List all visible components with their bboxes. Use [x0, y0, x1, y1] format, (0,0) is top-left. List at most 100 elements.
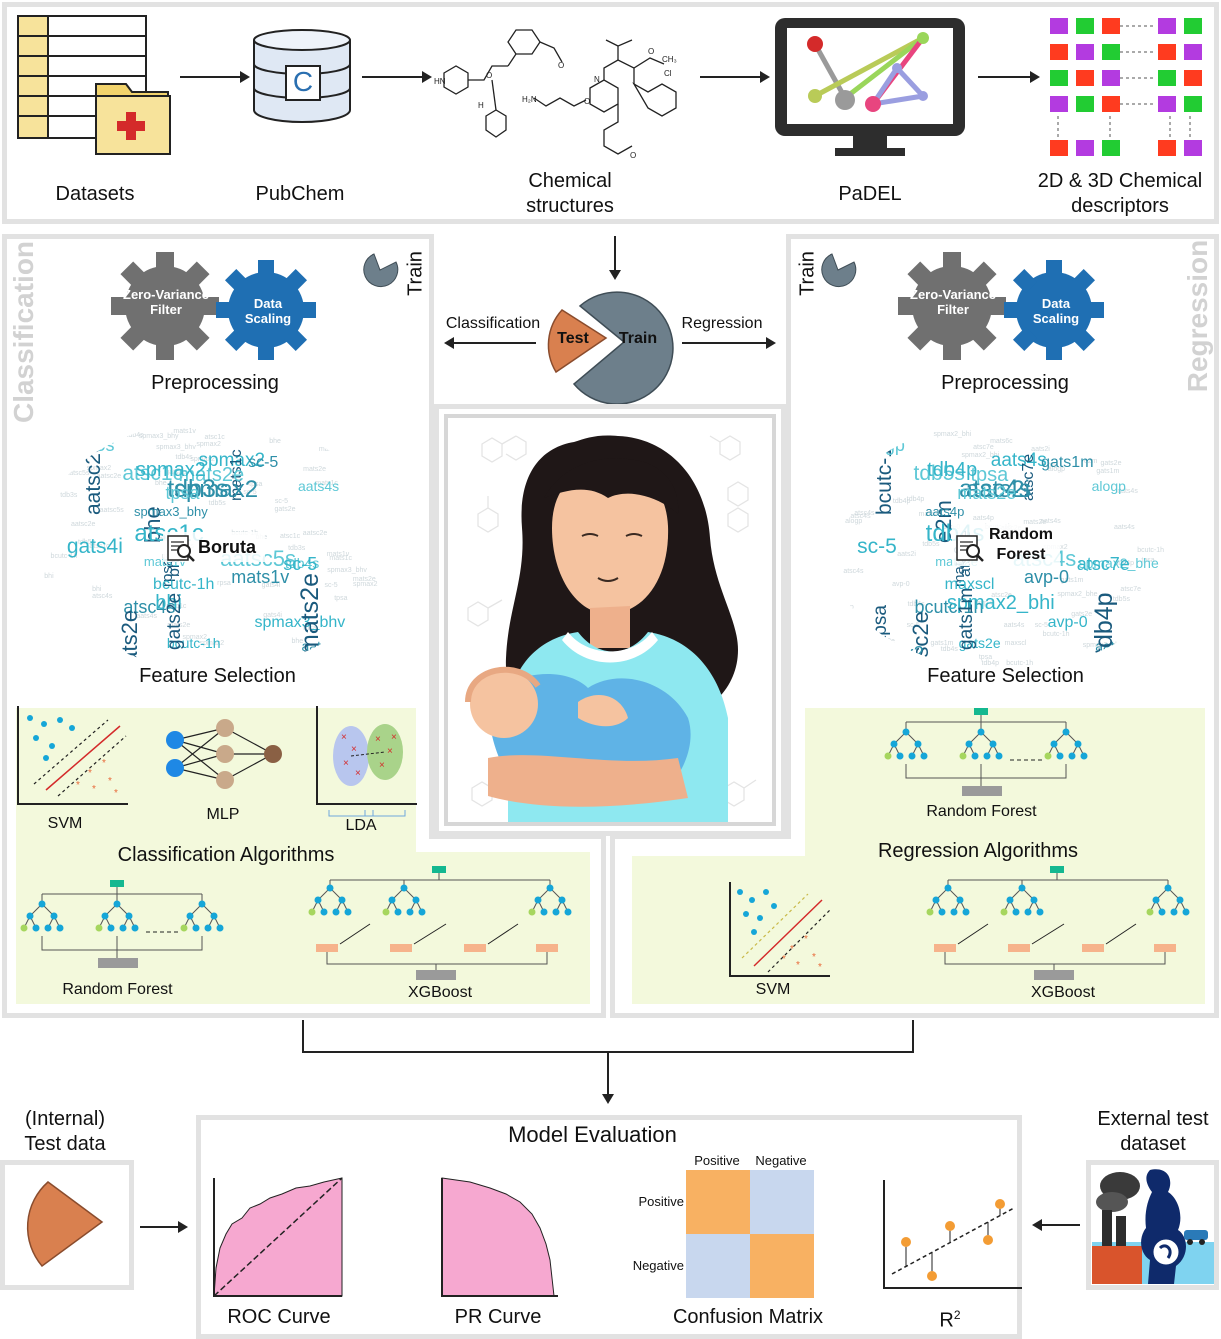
descriptor-cell	[1076, 140, 1094, 156]
word-cloud-filler: avp-0	[976, 600, 995, 608]
right-svm-label: SVM	[755, 981, 791, 998]
word-cloud-word: spmax2_bhe	[1078, 554, 1159, 571]
right-preprocessing-label: Preprocessing	[941, 372, 1069, 394]
classification-algorithms-label: Classification Algorithms	[117, 844, 335, 866]
word-cloud-word: atsc4s	[959, 475, 1032, 504]
svg-text:×: ×	[379, 760, 385, 771]
word-cloud-word: sc-5	[248, 454, 279, 471]
descriptor-cell	[1158, 140, 1176, 156]
xgboost-icon	[296, 862, 586, 982]
boruta-label: Boruta	[198, 537, 256, 557]
internal-test-box	[0, 1160, 134, 1290]
svg-text:×: ×	[355, 768, 361, 779]
external-test-label-2: dataset	[1120, 1133, 1186, 1155]
word-cloud-filler: tpsa	[978, 654, 993, 662]
word-cloud-word: tdb5s	[70, 435, 115, 456]
word-cloud-word: gats1m	[1041, 454, 1094, 471]
descriptor-cell	[1158, 96, 1176, 112]
word-cloud-filler: mats6c	[990, 438, 1013, 446]
mlp-network-icon	[166, 719, 282, 789]
word-cloud-word: spmax2	[198, 450, 266, 472]
word-cloud-filler: mats1c	[315, 480, 338, 488]
descriptors-label-1: 2D & 3D Chemical	[1037, 170, 1203, 192]
model-evaluation-panel	[196, 1115, 1022, 1339]
r2-label-sup: 2	[953, 1308, 961, 1322]
word-cloud-filler: alogp	[1047, 465, 1066, 473]
classification-side-title: Classification	[8, 240, 39, 424]
word-cloud-filler: aatsc2e	[96, 473, 122, 481]
arrow-right-icon	[682, 337, 776, 349]
external-pregnancy-pollution-image	[1092, 1166, 1214, 1284]
word-cloud-filler: bcutc-1h	[1006, 659, 1034, 667]
word-cloud-filler: avp-0	[892, 581, 910, 589]
word-cloud-filler: mats2e	[352, 575, 376, 583]
word-cloud-filler: bcutc-1h	[50, 552, 78, 560]
word-cloud-word: bcutc-1h	[914, 596, 984, 617]
word-cloud-filler: tdb5s	[1112, 596, 1130, 604]
padel-label: PaDEL	[838, 183, 902, 205]
word-cloud-filler: bhi	[92, 585, 102, 593]
roc-curve-chart	[213, 1177, 343, 1297]
left-preprocessing-label: Preprocessing	[151, 372, 279, 394]
svm-plot-icon: ******	[729, 882, 831, 977]
word-cloud-filler: sc-5	[324, 582, 338, 590]
word-cloud-filler: gats4i	[263, 611, 282, 619]
svg-text:*: *	[796, 960, 800, 971]
descriptor-cell	[1050, 18, 1068, 34]
word-cloud-filler: spmax2	[199, 639, 225, 647]
word-cloud-filler: bhe	[269, 438, 281, 446]
word-cloud-filler: gats1m	[930, 640, 954, 648]
gear-zero-variance-label: Zero-Variance Filter	[123, 287, 209, 317]
word-cloud-word: tpsa	[869, 604, 891, 641]
svg-text:*: *	[102, 758, 106, 769]
word-cloud-filler: gats2e	[1071, 610, 1093, 618]
regression-algorithms-area-lower	[632, 856, 1205, 1004]
word-cloud-filler: spmax2	[86, 464, 112, 472]
word-cloud-filler: aats4s	[1113, 524, 1135, 532]
right-train-label: Train	[796, 251, 819, 296]
regression-side-title: Regression	[1182, 239, 1213, 393]
right-feature-selection-label: Feature Selection	[927, 665, 1084, 687]
left-feature-selection-label: Feature Selection	[139, 665, 296, 687]
chemical-structures-label-1: Chemical	[528, 170, 612, 192]
word-cloud-word: alogp	[1091, 477, 1126, 494]
word-cloud-filler: atsc1c	[204, 434, 225, 442]
word-cloud-filler: avp-0	[943, 524, 961, 531]
descriptor-grid-icon	[1050, 18, 1202, 156]
descriptor-cell	[1050, 70, 1068, 86]
svg-text:*: *	[804, 934, 808, 945]
svg-text:*: *	[818, 962, 822, 973]
word-cloud-filler: mats1v	[50, 652, 74, 660]
descriptor-cell	[1158, 18, 1176, 34]
classification-panel	[2, 234, 434, 839]
classification-panel-lower	[2, 836, 606, 1018]
external-test-label-1: External test	[1097, 1108, 1209, 1130]
word-cloud-word: tpsa	[970, 463, 1009, 486]
word-cloud-word: tdb4s	[70, 642, 115, 663]
word-cloud-filler: atsc7e	[1120, 585, 1142, 593]
descriptor-cell	[1184, 44, 1202, 60]
left-xgboost-label: XGBoost	[407, 984, 473, 1001]
descriptor-cell	[1050, 44, 1068, 60]
word-cloud-filler: tdb5s	[922, 541, 940, 549]
svg-text:×: ×	[391, 732, 397, 743]
word-cloud-filler: spmax2_bhi	[933, 431, 972, 439]
pr-curve-label: PR Curve	[454, 1306, 542, 1328]
word-cloud-filler: gats1m	[1060, 576, 1084, 584]
train-pie-icon	[821, 253, 857, 288]
word-cloud-word: mats2e	[296, 573, 325, 656]
word-cloud-filler: aats4s	[1117, 488, 1138, 496]
word-cloud-filler: aats2i	[897, 550, 916, 558]
word-cloud-filler: atsc1c	[89, 542, 110, 550]
external-test-box	[1086, 1160, 1219, 1290]
svm-label: SVM	[47, 815, 83, 832]
svg-text:×: ×	[341, 732, 347, 743]
word-cloud-word: gats2e	[958, 635, 1001, 652]
word-cloud-filler: tpsa	[249, 480, 263, 488]
word-cloud-filler: aatsc5s	[99, 507, 124, 515]
descriptor-cell	[1158, 70, 1176, 86]
center-image-frame	[434, 404, 786, 836]
cm-row-negative: Negative	[632, 1258, 684, 1273]
pubchem-database-icon	[253, 29, 351, 123]
mlp-label: MLP	[206, 806, 240, 823]
